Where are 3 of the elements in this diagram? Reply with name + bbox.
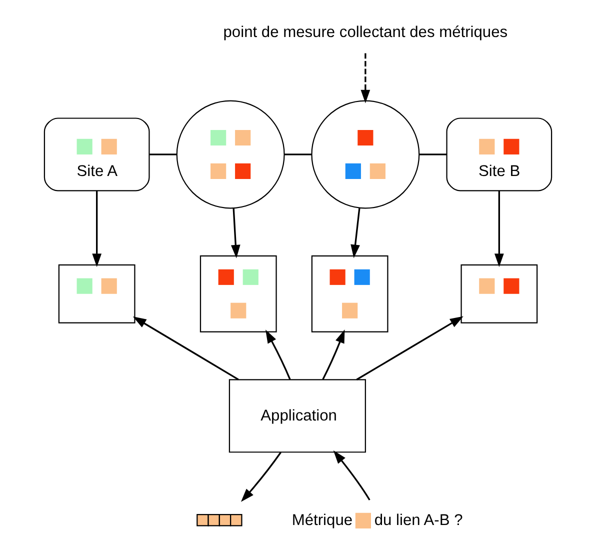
node-text: point de mesure collectant des métriques bbox=[222, 24, 508, 42]
node-label: Métrique bbox=[291, 512, 352, 529]
node-label: du lien A-B ? bbox=[374, 512, 462, 529]
